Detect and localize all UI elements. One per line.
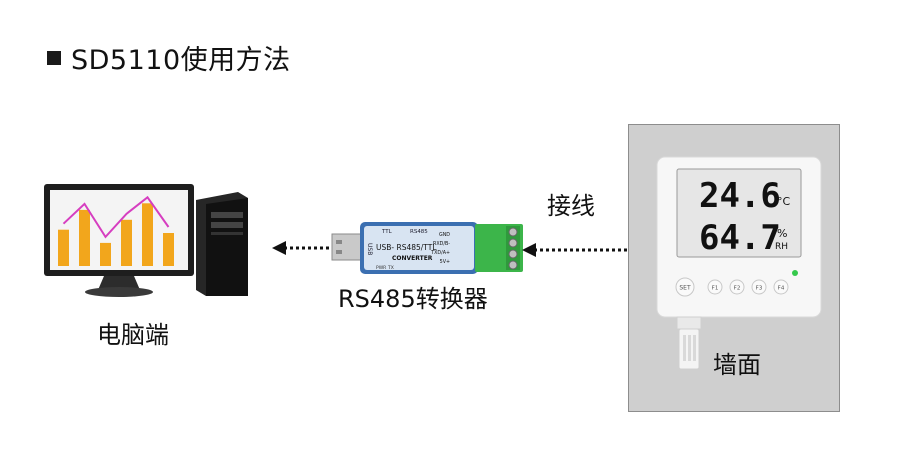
f3-button[interactable] xyxy=(751,279,767,295)
temperature-value: 24.6 xyxy=(699,176,781,216)
screen-bar xyxy=(58,229,69,266)
model-text: USB- RS485/TTL xyxy=(376,243,437,252)
f1-button-label: F1 xyxy=(712,286,719,292)
title-row: SD5110使用方法 xyxy=(47,38,291,77)
lcd-screen xyxy=(676,168,802,258)
usb-plug-icon xyxy=(331,233,363,261)
converter-label: RS485转换器 xyxy=(338,285,488,313)
converter-sub-text: CONVERTER xyxy=(392,255,433,262)
arrow-to-converter xyxy=(522,243,638,257)
arrow-to-computer xyxy=(272,241,338,255)
humidity-value: 64.7 xyxy=(699,218,781,258)
rs485-text: RS485 xyxy=(410,229,428,235)
screen-bar xyxy=(100,242,111,266)
title-square-icon xyxy=(47,50,61,65)
temperature-unit: °C xyxy=(777,195,791,208)
f2-button-label: F2 xyxy=(734,286,741,292)
pin-txd: TXD/A+ xyxy=(430,250,450,256)
f4-button[interactable] xyxy=(773,279,789,295)
page-title: SD5110使用方法 xyxy=(71,45,291,76)
status-led-icon xyxy=(792,270,798,276)
arrow-left-icon xyxy=(272,241,286,255)
arrow-left-icon xyxy=(522,243,536,257)
screen-chart xyxy=(58,203,174,266)
tx-text: TX xyxy=(387,265,394,271)
wall-label: 墙面 xyxy=(713,351,761,379)
pin-rxd: RXD/B- xyxy=(433,241,450,247)
humidity-unit: % xyxy=(777,227,787,240)
set-button[interactable] xyxy=(675,277,695,297)
screen-bar xyxy=(163,233,174,266)
pin-5v: 5V+ xyxy=(440,259,450,265)
set-button-label: SET xyxy=(679,285,691,292)
screen-bar xyxy=(142,203,153,266)
rs485-converter-illustration: USB TTL RS485 USB- RS485/TTL CONVERTER P… xyxy=(331,222,523,274)
ttl-text: TTL xyxy=(381,229,393,235)
f2-button[interactable] xyxy=(729,279,745,295)
screen-bar xyxy=(79,209,90,266)
f4-button-label: F4 xyxy=(778,286,785,292)
wiring-label: 接线 xyxy=(547,192,595,220)
computer-label: 电脑端 xyxy=(97,321,169,349)
f3-button-label: F3 xyxy=(756,286,763,292)
screen-bar xyxy=(121,219,132,266)
sensor-device-illustration: 24.6 °C 64.7 % RH SET F1 F2 F3 F4 xyxy=(656,156,822,370)
pwr-text: PWR xyxy=(376,265,386,271)
computer-illustration xyxy=(44,184,248,297)
f1-button[interactable] xyxy=(707,279,723,295)
screen-chart-line xyxy=(62,195,170,239)
pin-gnd: GND xyxy=(439,232,450,238)
sensor-buttons: SET F1 F2 F3 F4 xyxy=(675,277,789,297)
humidity-sub: RH xyxy=(775,242,788,252)
usb-text: USB xyxy=(366,243,373,255)
